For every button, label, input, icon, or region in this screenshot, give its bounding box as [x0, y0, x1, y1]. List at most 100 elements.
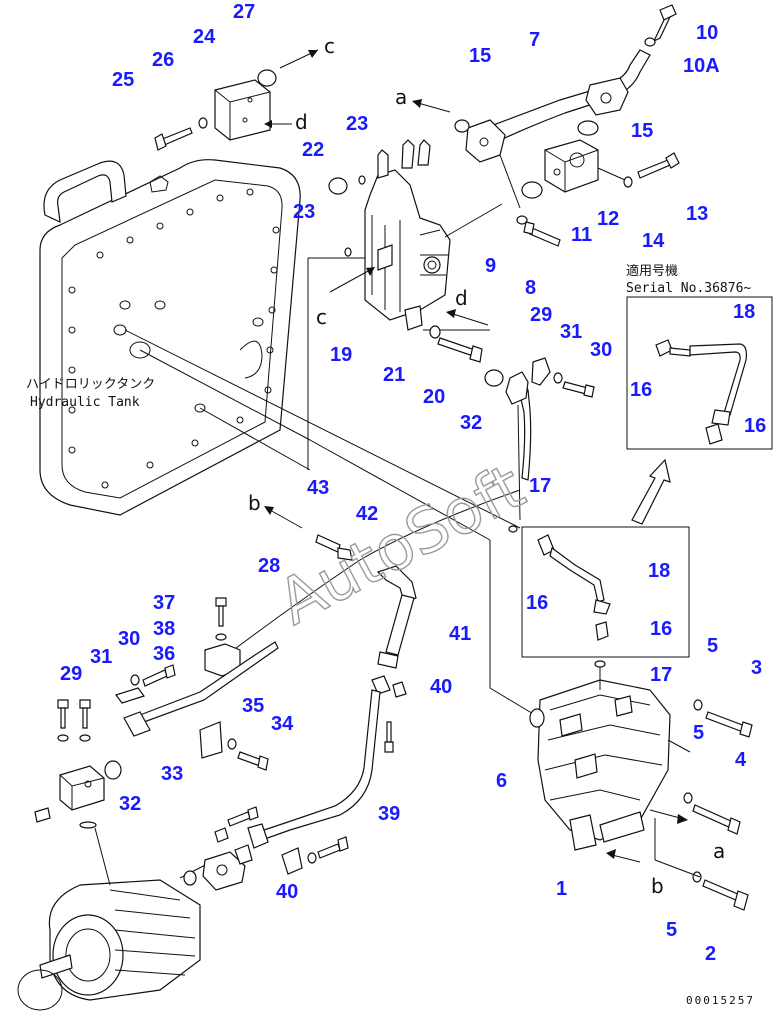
o-ring-23a	[358, 175, 366, 185]
part-number-42: 42	[356, 503, 378, 525]
washer-5c	[692, 871, 702, 883]
part-number-31a: 31	[560, 321, 582, 343]
clamp-29a	[531, 357, 551, 386]
bolt-30a	[562, 381, 595, 398]
bolt-20	[437, 337, 483, 363]
part-number-20: 20	[423, 386, 445, 408]
part-number-29b: 29	[60, 663, 82, 685]
bolt-30b	[142, 664, 176, 687]
washer-5b	[683, 792, 693, 804]
o-ring-22	[328, 177, 348, 195]
part-number-19: 19	[330, 344, 352, 366]
pump-leaders	[94, 827, 216, 886]
serial-label-en: Serial No.36876~	[626, 281, 751, 296]
flange-leader-lines	[499, 154, 626, 209]
part-number-28: 28	[258, 555, 280, 577]
part-number-41: 41	[449, 623, 471, 645]
o-ring-6	[529, 708, 545, 728]
part-number-32a: 32	[460, 412, 482, 434]
part-number-7: 7	[529, 29, 540, 51]
washer-14	[623, 176, 633, 188]
gear-pump	[17, 879, 201, 1011]
part-number-43: 43	[307, 477, 329, 499]
washer-26	[198, 117, 208, 129]
tank-leader-lines	[124, 329, 536, 716]
part-number-33: 33	[161, 763, 183, 785]
part-number-35: 35	[242, 695, 264, 717]
part-number-1: 1	[556, 878, 567, 900]
flange-12	[544, 139, 599, 193]
part-number-4: 4	[735, 749, 747, 771]
pipe-left	[139, 641, 279, 723]
hose-centerline	[517, 404, 521, 521]
part-number-6: 6	[496, 770, 507, 792]
arrow-b2	[606, 849, 641, 863]
letter-d2: d	[455, 286, 468, 310]
letter-a2: a	[713, 839, 725, 863]
flange-pump	[202, 851, 246, 891]
washer-10a	[644, 37, 656, 47]
letter-c1: c	[324, 34, 335, 58]
bolts-top-left	[34, 699, 91, 823]
o-ring-15b	[577, 120, 599, 136]
upward-arrow	[631, 458, 671, 525]
bolt-34	[237, 751, 269, 771]
bolts-pump	[214, 806, 259, 865]
pipe-7	[465, 49, 651, 163]
tank-label-jp: ハイドロリックタンク	[26, 377, 155, 392]
part-number-23a: 23	[346, 113, 368, 135]
part-number-38: 38	[153, 618, 175, 640]
washer-21	[429, 325, 441, 339]
bolt-40b	[307, 836, 349, 864]
part-number-5b: 5	[693, 722, 704, 744]
part-number-29a: 29	[530, 304, 552, 326]
part-number-15a: 15	[469, 45, 491, 67]
part-number-17b: 17	[650, 664, 672, 686]
bolt-8	[523, 221, 561, 247]
part-number-34: 34	[271, 713, 294, 735]
washer-9	[516, 215, 528, 225]
control-valve-19	[364, 139, 451, 331]
arrow-c2	[329, 267, 375, 293]
o-ring-pump	[183, 870, 197, 886]
bracket-33	[199, 721, 223, 759]
o-ring-23b	[344, 247, 352, 257]
hose-upper	[505, 371, 532, 481]
clamp-29b	[115, 687, 145, 704]
part-number-30b: 30	[118, 628, 140, 650]
letter-c2: c	[316, 305, 327, 329]
hydraulic-tank	[39, 159, 301, 516]
part-number-5c: 5	[666, 919, 677, 941]
part-number-13: 13	[686, 203, 708, 225]
clamp-40a	[371, 675, 391, 695]
part-number-9: 9	[485, 255, 496, 277]
part-number-40b: 40	[276, 881, 298, 903]
part-number-40a: 40	[430, 676, 452, 698]
lower-detail-box	[521, 526, 690, 658]
bolt-37	[215, 597, 227, 627]
arrow-d1	[264, 120, 292, 128]
part-number-15b: 15	[631, 120, 653, 142]
arrow-c1	[279, 49, 319, 69]
serial-label-jp: 適用号機	[626, 263, 678, 279]
arrow-a2	[649, 809, 688, 824]
part-number-12: 12	[597, 208, 619, 230]
bolt-10	[652, 4, 677, 43]
letter-d1: d	[295, 110, 308, 134]
clamp-40b	[281, 847, 303, 875]
o-ring-17b	[594, 660, 606, 668]
part-number-16b: 16	[744, 415, 766, 437]
washer-35	[227, 738, 237, 750]
o-ring-11	[521, 181, 543, 199]
part-number-30a: 30	[590, 339, 612, 361]
part-number-14: 14	[642, 230, 665, 252]
o-ring-15a	[454, 119, 470, 133]
part-number-17a: 17	[529, 475, 551, 497]
clamp-40a-b	[392, 681, 407, 698]
washer-31b	[130, 674, 140, 686]
o-ring-27	[257, 69, 277, 87]
letter-b1: b	[248, 491, 261, 515]
part-number-21: 21	[383, 364, 405, 386]
bolt-vertical	[384, 721, 394, 753]
